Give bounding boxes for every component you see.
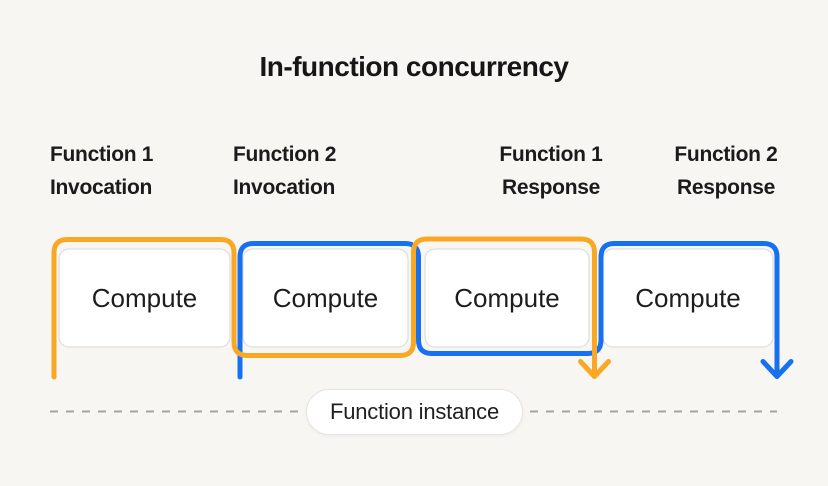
function-instance-label: Function instance	[329, 399, 500, 424]
compute-box-3	[424, 248, 590, 348]
compute-box-label: Compute	[454, 282, 560, 313]
lane-label-function2-response: Function 2 Response	[669, 138, 783, 204]
lane-label-line1: Function 2	[674, 143, 778, 166]
function-instance-pill: Function instance	[306, 389, 523, 435]
lane-label-function1-response: Function 1 Response	[494, 138, 608, 204]
function2-flow-path	[237, 241, 780, 380]
lane-label-line1: Function 2	[233, 143, 337, 166]
lane-label-line2: Response	[502, 176, 600, 199]
lane-label-function1-invocation: Function 1 Invocation	[50, 138, 153, 204]
lane-label-line1: Function 1	[499, 143, 603, 166]
compute-box-1	[58, 248, 231, 348]
lane-label-function2-invocation: Function 2 Invocation	[233, 138, 336, 204]
diagram-title: In-function concurrency	[259, 51, 569, 82]
lane-label-line1: Function 1	[50, 143, 154, 166]
compute-box-label: Compute	[272, 282, 379, 313]
lane-label-line2: Invocation	[50, 176, 153, 199]
compute-box-label: Compute	[635, 282, 741, 313]
function2-response-arrow-icon	[760, 359, 794, 379]
lane-label-line2: Invocation	[233, 176, 336, 199]
function1-flow-path	[51, 236, 597, 380]
lane-label-line2: Response	[677, 176, 775, 199]
compute-box-2	[242, 248, 409, 348]
function1-response-arrow-icon	[578, 359, 611, 379]
compute-box-label: Compute	[91, 282, 198, 313]
